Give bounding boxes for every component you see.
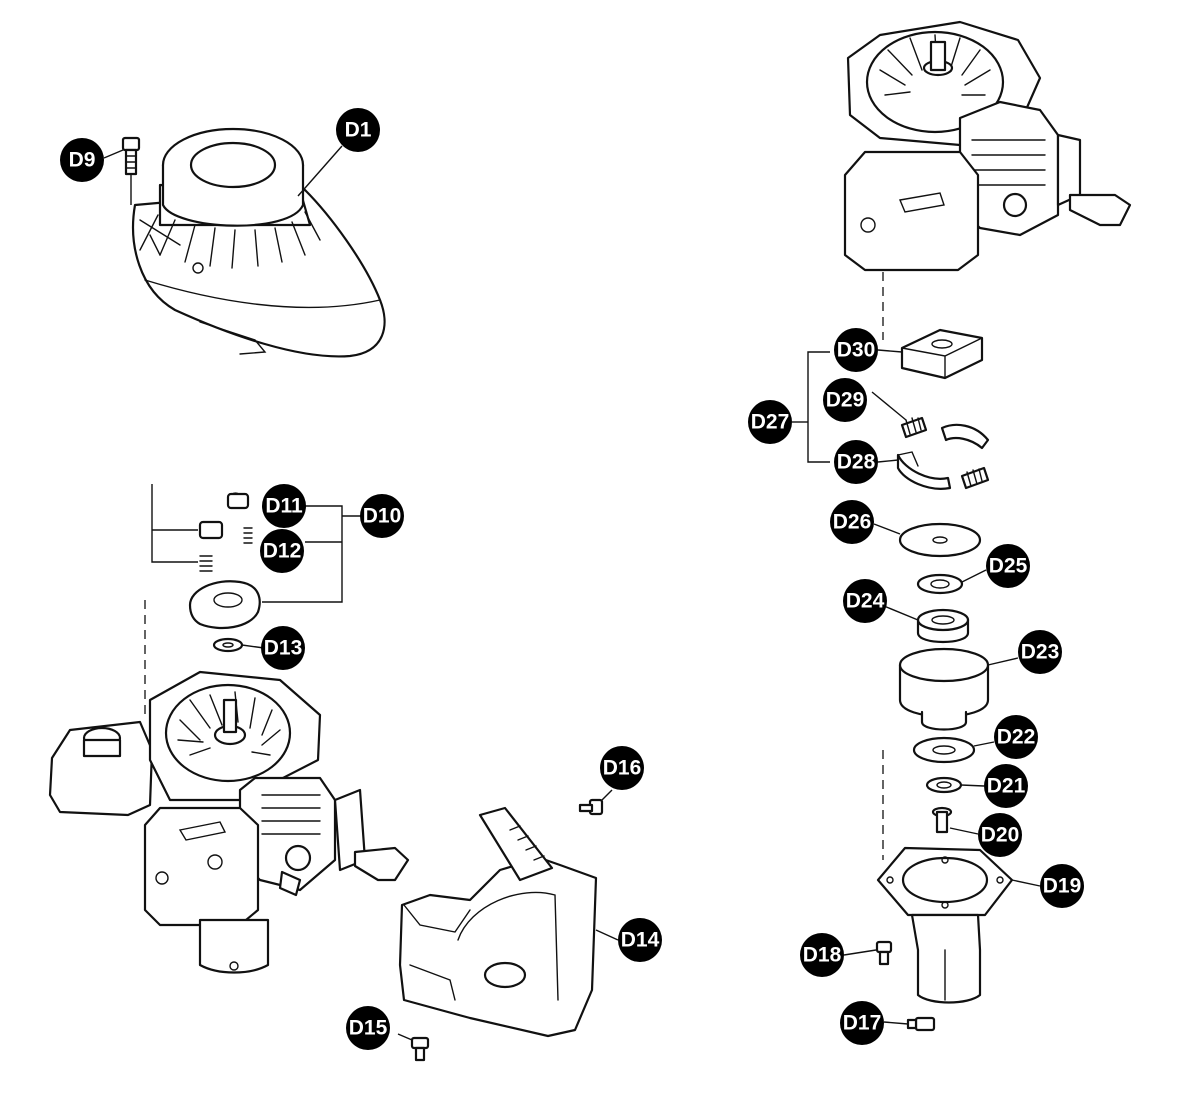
callout-d19-label: D19 bbox=[1043, 875, 1082, 898]
drive-pin bbox=[931, 806, 979, 835]
callout-d18: D18 bbox=[800, 933, 844, 977]
callout-d23-label: D23 bbox=[1021, 641, 1060, 664]
callout-d11-label: D11 bbox=[265, 495, 303, 518]
callout-d13-label: D13 bbox=[264, 637, 303, 660]
clutch-bracket-lines bbox=[151, 484, 362, 603]
callout-d28: D28 bbox=[834, 440, 899, 484]
callout-d20-label: D20 bbox=[981, 824, 1020, 847]
recoil-starter-cover bbox=[132, 127, 386, 358]
callout-d26-label: D26 bbox=[833, 511, 872, 534]
callout-d9: D9 bbox=[60, 138, 124, 182]
callout-d18-label: D18 bbox=[803, 944, 842, 967]
clutch-drum bbox=[898, 647, 1019, 731]
callout-d24: D24 bbox=[843, 579, 887, 623]
callout-d11: D11 bbox=[262, 484, 306, 528]
callout-d9-label: D9 bbox=[69, 149, 96, 172]
callout-d10-label: D10 bbox=[363, 505, 402, 528]
clutch-springs bbox=[871, 391, 990, 490]
callout-d25: D25 bbox=[986, 544, 1030, 588]
callout-d12: D12 bbox=[260, 529, 304, 573]
callout-d28-label: D28 bbox=[837, 451, 876, 474]
clutch-hub bbox=[900, 328, 984, 380]
callout-d27-label: D27 bbox=[751, 411, 790, 434]
callout-d20: D20 bbox=[978, 813, 1022, 857]
callout-d16: D16 bbox=[600, 746, 644, 790]
callout-d19: D19 bbox=[1040, 864, 1084, 908]
callout-d26: D26 bbox=[830, 500, 874, 544]
thrust-washer bbox=[916, 569, 987, 595]
callout-d30-label: D30 bbox=[837, 339, 876, 362]
spacer-washer bbox=[882, 736, 995, 860]
callout-d10: D10 bbox=[360, 494, 404, 538]
callout-d14: D14 bbox=[618, 918, 662, 962]
callout-d27: D27 bbox=[748, 400, 792, 444]
clutch-bracket-right bbox=[792, 351, 830, 463]
callout-d22: D22 bbox=[994, 715, 1038, 759]
callout-d21-label: D21 bbox=[987, 775, 1026, 798]
callout-d23: D23 bbox=[1018, 630, 1062, 674]
callout-d15-label: D15 bbox=[349, 1017, 388, 1040]
callout-d29: D29 bbox=[823, 378, 867, 422]
callout-d24-label: D24 bbox=[846, 590, 885, 613]
callout-d22-label: D22 bbox=[997, 726, 1036, 749]
clutch-spring-small bbox=[198, 492, 253, 572]
callout-d16-label: D16 bbox=[603, 757, 642, 780]
callout-d14-label: D14 bbox=[621, 929, 660, 952]
gear-case-bolt-lower bbox=[883, 1016, 936, 1032]
callout-d25-label: D25 bbox=[989, 555, 1028, 578]
callout-d21: D21 bbox=[984, 764, 1028, 808]
bearing bbox=[883, 605, 970, 643]
callout-d13: D13 bbox=[261, 626, 305, 670]
clutch-shoe bbox=[144, 580, 261, 720]
engine-cover bbox=[398, 806, 619, 1038]
cover-screw-upper bbox=[578, 789, 613, 816]
callout-d15: D15 bbox=[346, 1006, 390, 1050]
callout-d12-label: D12 bbox=[263, 540, 302, 563]
gear-case-bolt-upper bbox=[843, 940, 893, 966]
callout-d1: D1 bbox=[297, 108, 380, 197]
callout-d30: D30 bbox=[834, 328, 903, 372]
cover-screw-lower bbox=[397, 1033, 430, 1062]
callout-d17: D17 bbox=[840, 1001, 884, 1045]
cover-bolt bbox=[121, 136, 141, 205]
engine-right bbox=[843, 20, 1132, 340]
callout-d29-label: D29 bbox=[826, 389, 865, 412]
callout-d1-label: D1 bbox=[345, 119, 372, 142]
callout-d17-label: D17 bbox=[843, 1012, 882, 1035]
gear-case bbox=[876, 846, 1041, 1004]
clutch-shoes bbox=[896, 423, 990, 490]
clutch-washer bbox=[212, 637, 265, 653]
engine-left bbox=[48, 670, 410, 974]
clutch-plate bbox=[873, 522, 982, 558]
small-washer bbox=[925, 776, 985, 794]
